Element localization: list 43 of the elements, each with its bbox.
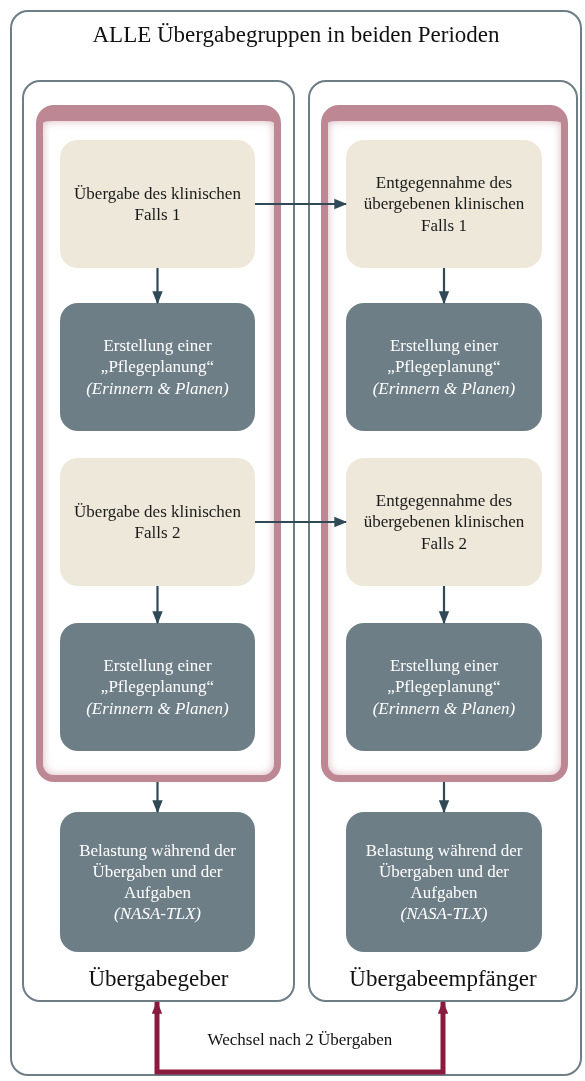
group-title: Übergabegeber [88,966,229,991]
node-text: Entgegennahme des übergebenen klinischen Falls 2 [362,490,526,554]
arrow [255,198,348,210]
group-panel [308,80,578,1002]
node-text: Erstellung einer „Pflegeplanung“ [386,335,502,378]
node-text: Übergabe des klinischen Falls 1 [73,182,242,226]
group-panel [22,80,295,1002]
group-title: Übergabeempfänger [349,966,537,991]
process-box [346,140,542,268]
process-box [60,140,255,268]
process-box [346,303,542,431]
arrow [438,268,450,305]
node-text: Erstellung einer „Pflegeplanung“ [99,335,216,378]
node-text: (Erinnern & Planen) [86,697,229,719]
group-title: ALLE Übergabegruppen in beiden Perioden [92,22,500,47]
node-text: Entgegennahme des übergebenen klinischen Falls 1 [362,172,526,236]
node-text: (Erinnern & Planen) [86,377,229,399]
arrow [152,268,163,305]
process-box [60,303,255,431]
arrow [152,782,163,814]
node-text: (Erinnern & Planen) [372,377,516,399]
node-text: (Erinnern & Planen) [372,697,516,719]
arrow [438,782,450,814]
process-box [60,458,255,586]
node-text: Belastung während der Übergaben und der Aufgaben [78,839,237,904]
arrow [438,586,450,625]
process-box [346,812,542,952]
node-text: Erstellung einer „Pflegeplanung“ [99,655,216,698]
process-box [346,458,542,586]
process-box [346,623,542,751]
group-panel [10,10,582,1076]
node-text: Übergabe des klinischen Falls 2 [73,500,242,544]
node-text: (NASA-TLX) [400,903,488,925]
highlight-band [321,105,568,782]
highlight-band [36,105,281,782]
node-text: Belastung während der Übergaben und der Aufgaben [364,839,524,904]
process-box [60,623,255,751]
process-box [60,812,255,952]
double-arrow [151,1000,449,1075]
arrow [255,516,348,528]
node-text: Erstellung einer „Pflegeplanung“ [386,655,502,698]
node-text: (NASA-TLX) [114,903,201,925]
arrow [152,586,163,625]
